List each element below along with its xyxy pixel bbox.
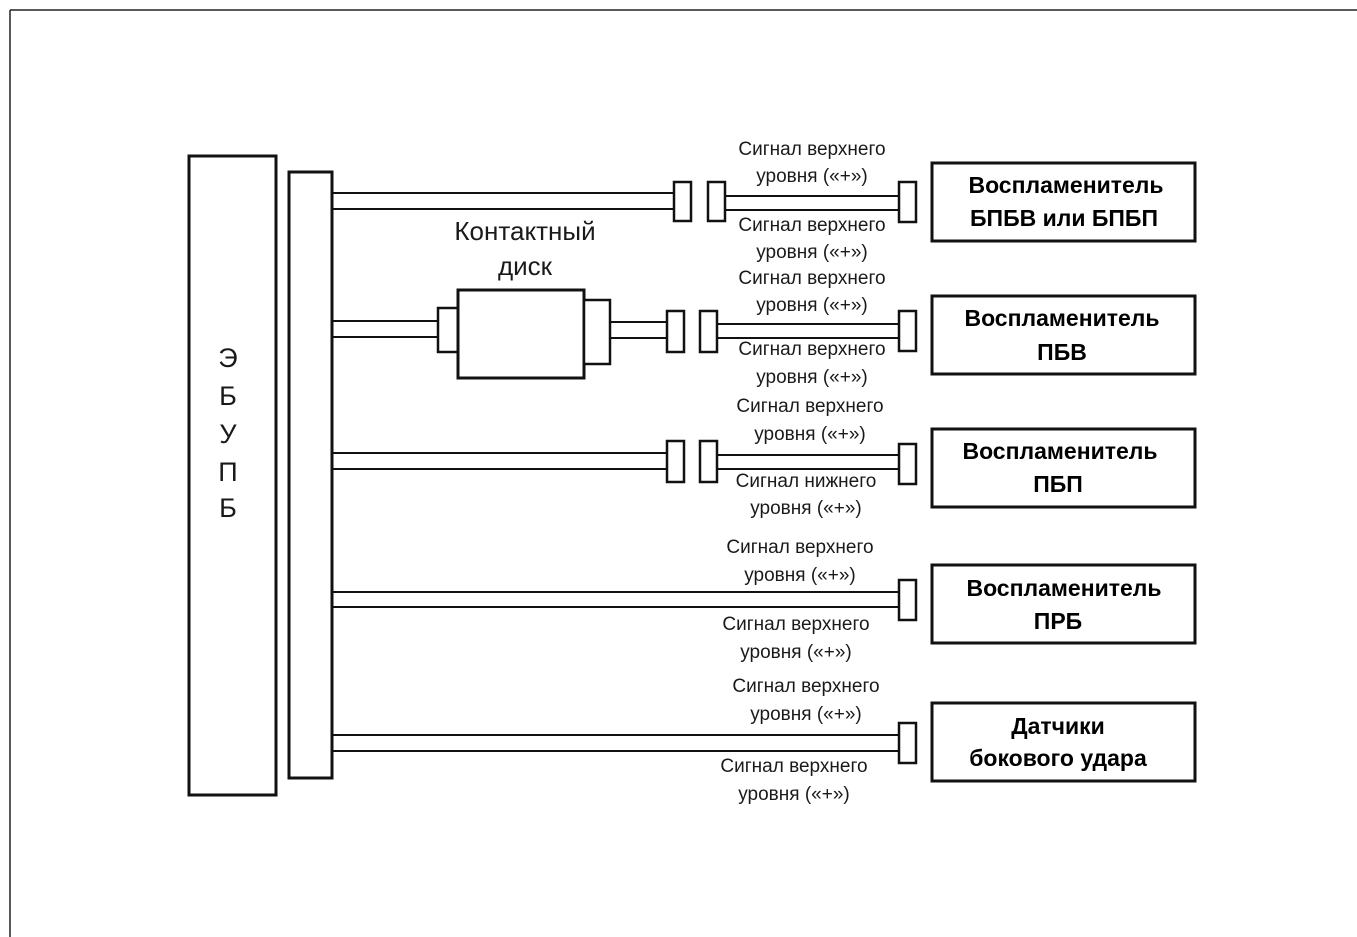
signal-label: уровня («+»)	[756, 242, 867, 263]
device-box-1: Воспламенитель БПБВ или БПБП	[930, 161, 1197, 243]
device-name: БПБВ или БПБП	[970, 205, 1158, 231]
circuit-1	[332, 180, 918, 224]
ecu-letter: Б	[219, 493, 237, 523]
ecu-label: Э Б У П Б	[218, 343, 237, 523]
signal-label: Сигнал верхнего	[736, 396, 883, 417]
circuit-3	[332, 439, 918, 486]
connector-plug	[665, 439, 686, 484]
device-box-4: Воспламенитель ПРБ	[930, 563, 1197, 645]
device-box-5: Датчики бокового удара	[930, 701, 1197, 783]
signal-label: уровня («+»)	[750, 704, 861, 725]
ecu-letter: У	[219, 419, 237, 449]
ecu-block	[187, 154, 278, 797]
igniter-terminal	[897, 442, 918, 486]
ecu-letter: Э	[218, 343, 237, 373]
device-box-3: Воспламенитель ПБП	[930, 427, 1197, 509]
disk-right-terminal	[582, 298, 612, 366]
contact-disk	[456, 288, 586, 380]
contact-disk-label: диск	[498, 251, 553, 281]
signal-label: уровня («+»)	[744, 565, 855, 586]
signal-label: Сигнал верхнего	[738, 215, 885, 236]
device-name: Воспламенитель	[962, 438, 1157, 464]
signal-label: уровня («+»)	[740, 642, 851, 663]
signal-label: Сигнал верхнего	[732, 676, 879, 697]
sensor-terminal	[897, 721, 918, 765]
connector-socket	[706, 180, 727, 223]
device-name: Воспламенитель	[966, 575, 1161, 601]
signal-labels: Сигнал верхнего уровня («+») Сигнал верх…	[720, 139, 885, 805]
circuit-2	[332, 288, 918, 380]
ecu-letter: П	[218, 457, 237, 487]
disk-left-terminal	[436, 306, 460, 354]
signal-label: Сигнал нижнего	[736, 471, 877, 492]
ecu-connector	[287, 170, 334, 780]
connector-plug	[665, 309, 686, 354]
signal-label: Сигнал верхнего	[738, 268, 885, 289]
signal-label: уровня («+»)	[750, 498, 861, 519]
connector-plug	[672, 180, 693, 223]
device-box-2: Воспламенитель ПБВ	[930, 294, 1197, 376]
circuit-4	[332, 578, 918, 622]
igniter-terminal	[897, 180, 918, 224]
signal-label: уровня («+»)	[756, 367, 867, 388]
igniter-terminal	[897, 578, 918, 622]
signal-label: Сигнал верхнего	[738, 339, 885, 360]
device-name: ПБП	[1033, 471, 1083, 497]
signal-label: уровня («+»)	[756, 295, 867, 316]
device-name: Воспламенитель	[968, 172, 1163, 198]
device-name: Воспламенитель	[964, 305, 1159, 331]
connector-socket	[698, 439, 719, 484]
signal-label: уровня («+»)	[738, 784, 849, 805]
signal-label: Сигнал верхнего	[738, 139, 885, 160]
device-name: ПРБ	[1034, 608, 1082, 634]
signal-label: уровня («+»)	[756, 166, 867, 187]
signal-label: Сигнал верхнего	[722, 614, 869, 635]
connector-socket	[698, 309, 719, 354]
ecu-letter: Б	[219, 381, 237, 411]
signal-label: Сигнал верхнего	[720, 756, 867, 777]
igniter-terminal	[897, 309, 918, 353]
signal-label: уровня («+»)	[754, 424, 865, 445]
signal-label: Сигнал верхнего	[726, 537, 873, 558]
circuit-5	[332, 721, 918, 765]
device-name: Датчики	[1011, 713, 1105, 739]
device-name: ПБВ	[1037, 339, 1087, 365]
device-name: бокового удара	[969, 745, 1147, 771]
contact-disk-label: Контактный	[454, 216, 595, 246]
